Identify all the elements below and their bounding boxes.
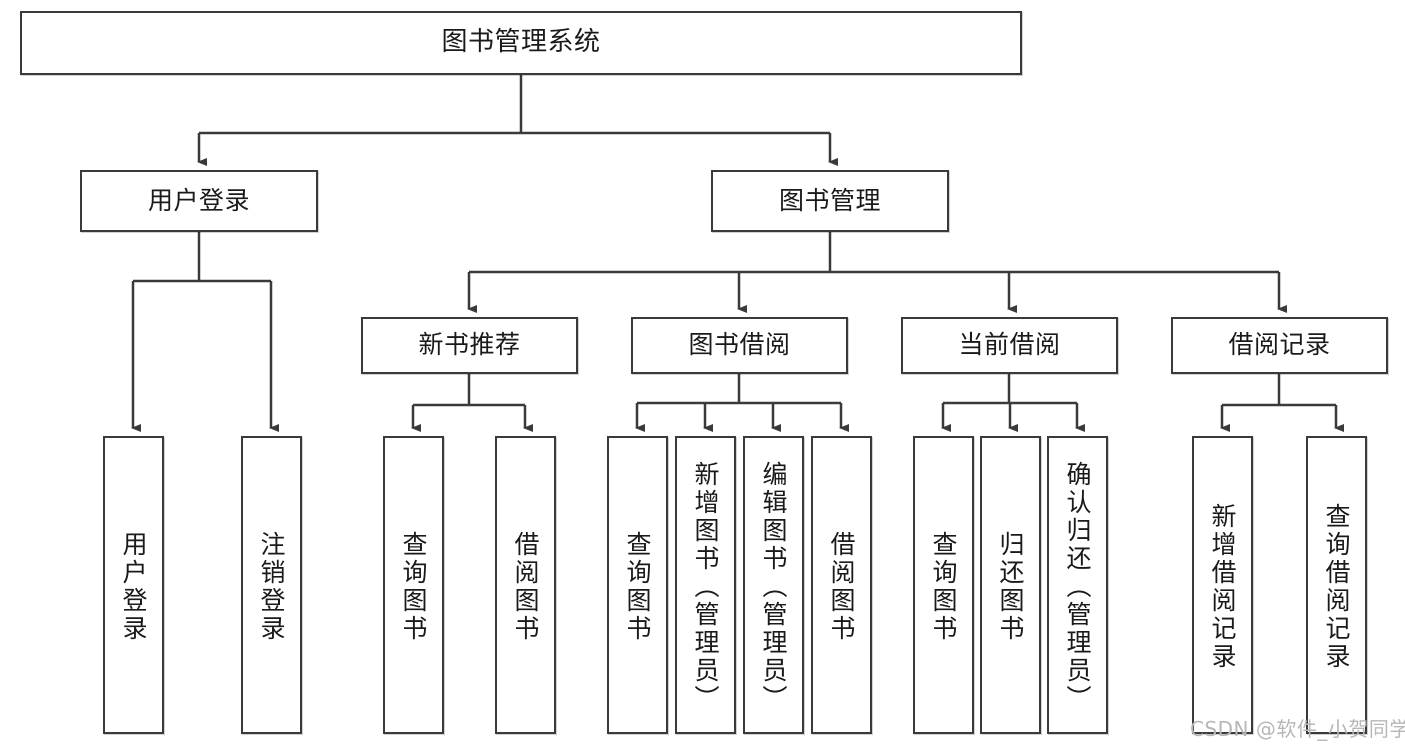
node-leaf-confirm-return[interactable]: 确认归还（管理员） xyxy=(1047,436,1108,734)
node-new-book-recommend[interactable]: 新书推荐 xyxy=(361,317,578,374)
node-leaf-add-record-label: 新增借阅记录 xyxy=(1208,503,1237,671)
node-book-management-label: 图书管理 xyxy=(778,185,881,215)
node-leaf-borrow-book-2[interactable]: 借阅图书 xyxy=(811,436,872,734)
node-leaf-borrow-book-2-label: 借阅图书 xyxy=(827,531,856,643)
node-current-borrow[interactable]: 当前借阅 xyxy=(901,317,1118,374)
node-leaf-logout-login[interactable]: 注销登录 xyxy=(241,436,302,734)
node-user-login-label: 用户登录 xyxy=(147,185,250,215)
node-leaf-query-record[interactable]: 查询借阅记录 xyxy=(1306,436,1367,734)
node-leaf-confirm-return-label: 确认归还（管理员） xyxy=(1063,461,1092,713)
node-leaf-return-book-label: 归还图书 xyxy=(996,531,1025,643)
node-book-management[interactable]: 图书管理 xyxy=(711,170,949,232)
node-borrow-record-label: 借阅记录 xyxy=(1228,330,1331,360)
node-leaf-query-book-1[interactable]: 查询图书 xyxy=(383,436,444,734)
node-book-borrow[interactable]: 图书借阅 xyxy=(631,317,848,374)
node-book-borrow-label: 图书借阅 xyxy=(688,330,791,360)
node-leaf-query-book-2-label: 查询图书 xyxy=(623,531,652,643)
node-leaf-add-book-label: 新增图书（管理员） xyxy=(691,461,720,713)
node-leaf-user-login[interactable]: 用户登录 xyxy=(103,436,164,734)
node-leaf-user-login-label: 用户登录 xyxy=(119,531,148,643)
node-root-label: 图书管理系统 xyxy=(441,27,601,58)
node-leaf-edit-book-label: 编辑图书（管理员） xyxy=(759,461,788,713)
node-current-borrow-label: 当前借阅 xyxy=(958,330,1061,360)
node-new-book-recommend-label: 新书推荐 xyxy=(418,330,521,360)
node-leaf-logout-login-label: 注销登录 xyxy=(257,531,286,643)
node-user-login[interactable]: 用户登录 xyxy=(80,170,318,232)
node-leaf-query-book-3[interactable]: 查询图书 xyxy=(913,436,974,734)
node-leaf-query-book-1-label: 查询图书 xyxy=(399,531,428,643)
node-leaf-query-book-3-label: 查询图书 xyxy=(929,531,958,643)
node-leaf-query-book-2[interactable]: 查询图书 xyxy=(607,436,668,734)
node-leaf-add-record[interactable]: 新增借阅记录 xyxy=(1192,436,1253,734)
node-leaf-return-book[interactable]: 归还图书 xyxy=(980,436,1041,734)
node-leaf-borrow-book-1-label: 借阅图书 xyxy=(511,531,540,643)
node-leaf-query-record-label: 查询借阅记录 xyxy=(1322,503,1351,671)
node-leaf-add-book[interactable]: 新增图书（管理员） xyxy=(675,436,736,734)
node-leaf-edit-book[interactable]: 编辑图书（管理员） xyxy=(743,436,804,734)
node-borrow-record[interactable]: 借阅记录 xyxy=(1171,317,1388,374)
node-root[interactable]: 图书管理系统 xyxy=(20,11,1022,75)
node-leaf-borrow-book-1[interactable]: 借阅图书 xyxy=(495,436,556,734)
